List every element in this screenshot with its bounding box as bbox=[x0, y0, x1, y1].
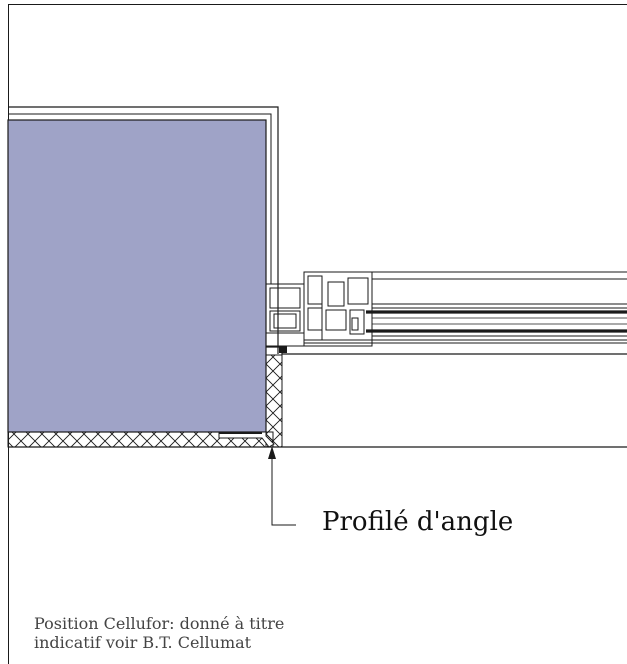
wall-outline bbox=[8, 106, 279, 354]
position-note: Position Cellufor: donné à titre indicat… bbox=[34, 614, 284, 652]
insulation-panel bbox=[7, 119, 267, 433]
window-frame-profile bbox=[265, 271, 373, 347]
position-note-line-1: Position Cellufor: donné à titre bbox=[34, 614, 285, 633]
arrow-up-icon bbox=[268, 446, 276, 459]
wall-inner-outline bbox=[8, 113, 272, 284]
glazing-lines bbox=[304, 271, 627, 344]
sill-block bbox=[279, 346, 287, 353]
angle-profile bbox=[218, 431, 275, 448]
reveal-hatch-strip bbox=[265, 354, 283, 448]
callout-leader-line bbox=[271, 456, 296, 526]
callout-label-angle-profile: Profilé d'angle bbox=[322, 507, 514, 537]
sill-outline bbox=[266, 346, 627, 355]
position-note-line-2: indicatif voir B.T. Cellumat bbox=[34, 633, 252, 652]
